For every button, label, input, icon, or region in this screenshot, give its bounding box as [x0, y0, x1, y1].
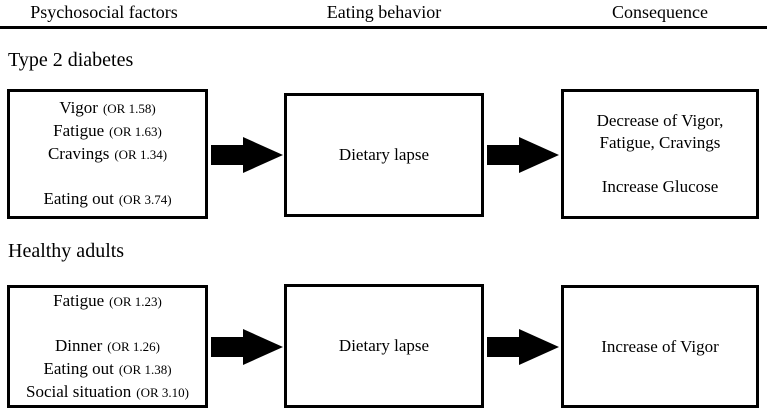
factor-label: Dinner: [55, 335, 103, 355]
flow-arrow-right-icon: [211, 137, 283, 173]
arrow-body: [211, 145, 243, 165]
factor-label: Social situation: [25, 381, 132, 401]
factor-label: Eating out: [43, 189, 114, 208]
arrow-body: [211, 337, 243, 357]
consequence-line: Decrease of Vigor,: [596, 111, 724, 130]
factor-odds-ratio: (OR 1.34): [114, 147, 168, 162]
factor-odds-ratio: (OR 1.26): [107, 338, 160, 354]
factor-label: Fatigue: [53, 121, 105, 140]
factor-odds-ratio: (OR 3.74): [118, 192, 172, 207]
factor-label: Fatigue: [53, 290, 105, 310]
factor-line: Social situation(OR 3.10): [26, 381, 189, 404]
flow-arrow-right-icon: [211, 329, 283, 365]
column-header-psychosocial-factors: Psychosocial factors: [30, 2, 178, 22]
factor-line: Vigor (OR 1.58): [59, 97, 155, 120]
consequence-line: Fatigue, Cravings: [599, 133, 721, 152]
factor-label: Cravings: [47, 144, 110, 163]
arrow-head: [243, 137, 283, 173]
arrow-body: [487, 145, 519, 165]
factor-odds-ratio: (OR 1.58): [102, 101, 156, 116]
factor-line: Fatigue(OR 1.23): [53, 290, 162, 313]
factor-label: Eating out: [43, 358, 114, 378]
header-divider-rule: [0, 26, 767, 29]
arrow-head: [519, 329, 559, 365]
diabetes-factors-box: Vigor (OR 1.58) Fatigue (OR 1.63) Cravings…: [7, 89, 208, 219]
consequence-line: Increase Glucose: [601, 177, 719, 196]
column-header-consequence: Consequence: [612, 2, 708, 22]
factor-odds-ratio: (OR 1.23): [109, 293, 162, 309]
factor-label: Vigor: [59, 98, 98, 117]
section-title-healthy-adults: Healthy adults: [8, 240, 125, 262]
arrow-head: [243, 329, 283, 365]
section-title-type2-diabetes: Type 2 diabetes: [8, 49, 134, 71]
diabetes-eating-behavior-box: Dietary lapse: [284, 93, 484, 217]
factor-line: Dinner(OR 1.26): [55, 335, 160, 358]
diabetes-consequence-box: Decrease of Vigor, Fatigue, Cravings Inc…: [561, 89, 759, 219]
factor-line: Fatigue (OR 1.63): [53, 120, 162, 143]
arrow-body: [487, 337, 519, 357]
factor-odds-ratio: (OR 1.38): [118, 361, 172, 377]
factor-odds-ratio: (OR 1.63): [109, 124, 162, 139]
factor-line: Eating out(OR 1.38): [43, 358, 171, 381]
flow-arrow-right-icon: [487, 329, 559, 365]
behavior-label: Dietary lapse: [338, 336, 430, 355]
consequence-line: Increase of Vigor: [601, 336, 719, 356]
factor-line: Cravings (OR 1.34): [48, 143, 167, 166]
healthy-eating-behavior-box: Dietary lapse: [284, 284, 484, 408]
behavior-label: Dietary lapse: [338, 145, 430, 164]
factor-line: Eating out (OR 3.74): [43, 188, 171, 211]
healthy-factors-box: Fatigue(OR 1.23) Dinner(OR 1.26) Eating …: [7, 285, 208, 408]
column-header-eating-behavior: Eating behavior: [326, 2, 442, 22]
flow-arrow-right-icon: [487, 137, 559, 173]
arrow-head: [519, 137, 559, 173]
healthy-consequence-box: Increase of Vigor: [561, 285, 759, 408]
factor-odds-ratio: (OR 3.10): [136, 384, 189, 400]
